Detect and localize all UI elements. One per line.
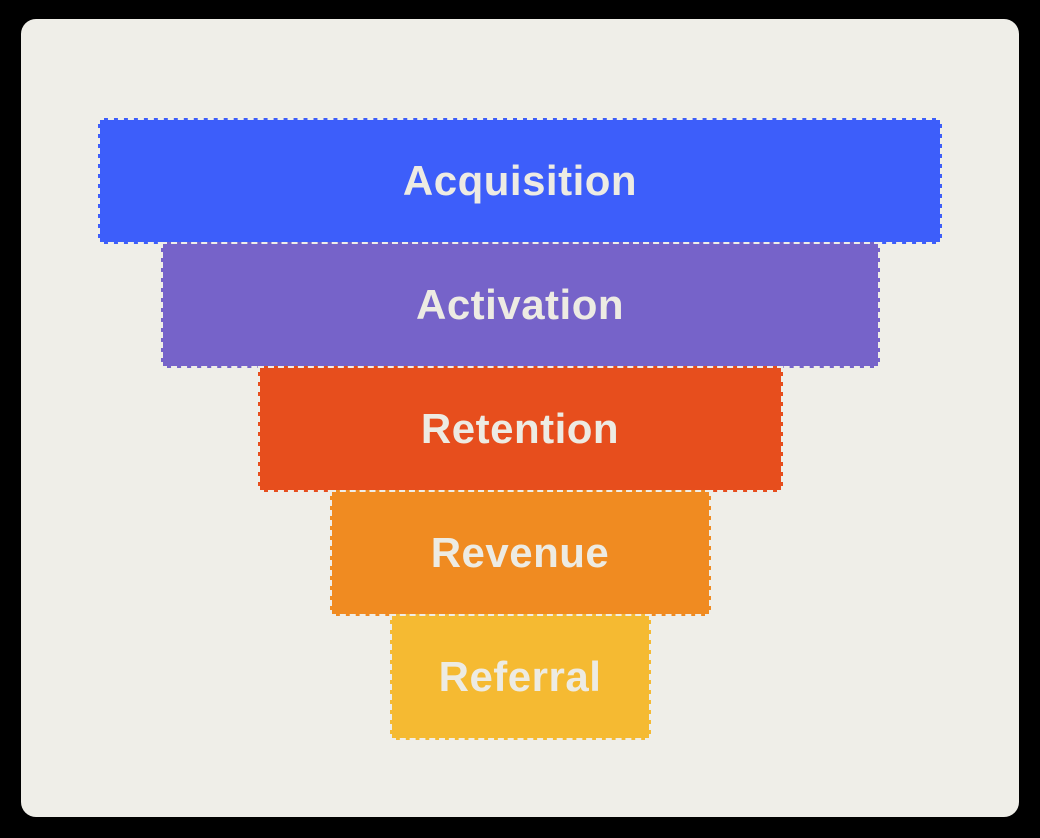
- funnel-stage-retention: Retention: [257, 366, 783, 492]
- funnel-stage-activation: Activation: [160, 242, 880, 368]
- funnel-stage-label: Activation: [415, 281, 625, 328]
- funnel-stage-label: Retention: [420, 405, 620, 452]
- funnel-stage-referral: Referral: [389, 614, 651, 740]
- funnel-diagram: Acquisition Activation Retention Revenue…: [98, 118, 942, 740]
- funnel-stage-acquisition: Acquisition: [98, 118, 942, 244]
- funnel-stage-label: Acquisition: [402, 157, 638, 204]
- funnel-stage-revenue: Revenue: [329, 490, 711, 616]
- funnel-canvas: Acquisition Activation Retention Revenue…: [21, 19, 1019, 817]
- funnel-stage-label: Referral: [438, 653, 602, 700]
- funnel-stage-label: Revenue: [430, 529, 610, 576]
